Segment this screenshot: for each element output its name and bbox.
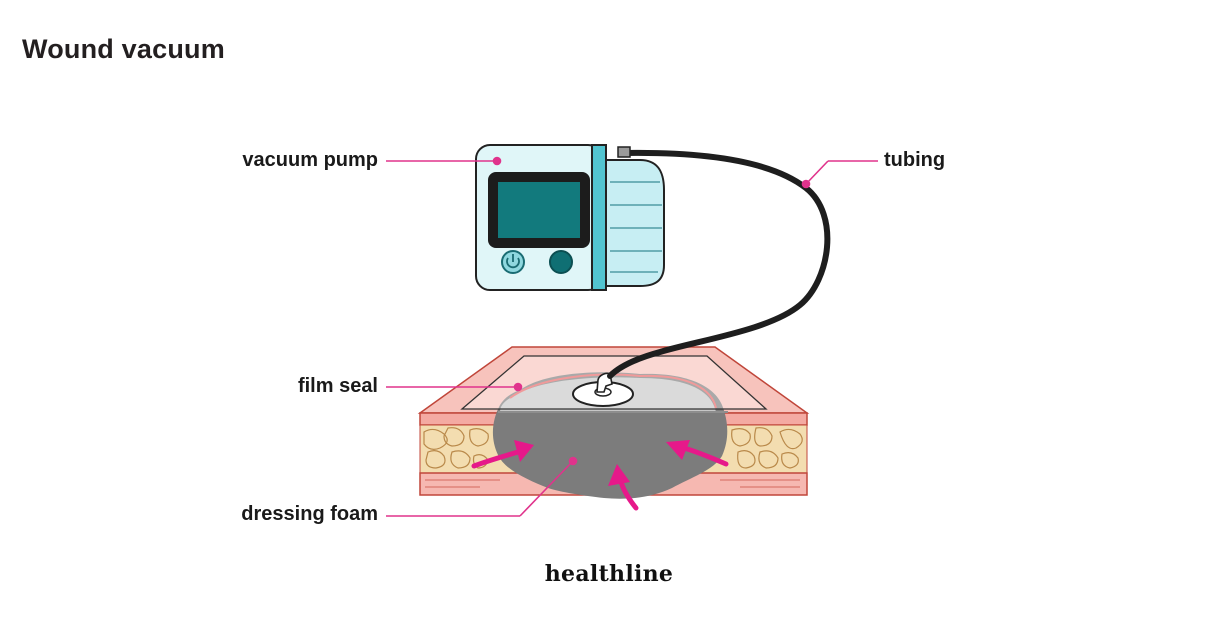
pump-screen [498, 182, 580, 238]
tubing [607, 149, 831, 379]
wound-edge [509, 373, 717, 409]
vacuum-pump [475, 144, 665, 291]
muscle-lines [425, 479, 800, 488]
label-tubing: tubing [884, 149, 946, 171]
arrow-heads [514, 440, 690, 486]
pump-accent-strip [591, 144, 607, 291]
leader-lines [386, 156, 878, 517]
label-film-seal: film seal [297, 375, 378, 397]
label-dressing-foam: dressing foam [241, 503, 378, 525]
pump-canister [605, 159, 665, 287]
label-vacuum-pump: vacuum pump [242, 149, 378, 171]
canister-ridges [610, 181, 662, 273]
page-title: Wound vacuum [22, 34, 225, 64]
brand-logo: healthline [544, 561, 674, 587]
fat-cells [423, 427, 803, 469]
tube-connector [617, 146, 631, 158]
pump-control-button [549, 250, 573, 274]
